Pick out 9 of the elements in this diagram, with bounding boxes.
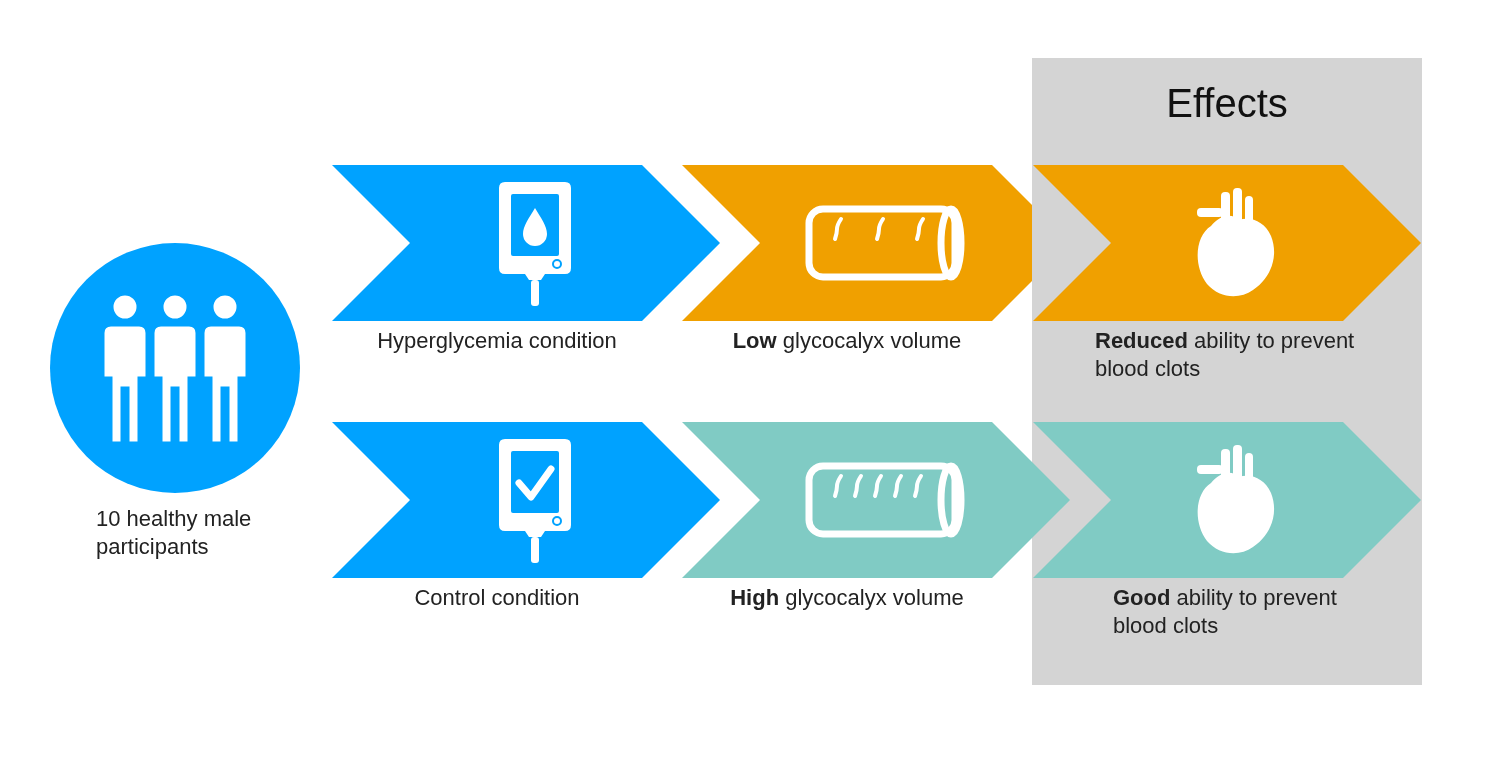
- effects-panel: [1032, 58, 1422, 685]
- step-label: Good ability to prevent blood clots: [1113, 584, 1338, 640]
- step-label: 10 healthy male participants: [96, 505, 253, 561]
- step-label: Control condition: [413, 584, 581, 612]
- step-label: Hyperglycemia condition: [376, 327, 618, 355]
- step-label: High glycocalyx volume: [729, 584, 965, 612]
- step-label: Reduced ability to prevent blood clots: [1095, 327, 1356, 383]
- step-label: Low glycocalyx volume: [731, 327, 963, 355]
- panel-title: Effects: [1165, 80, 1289, 126]
